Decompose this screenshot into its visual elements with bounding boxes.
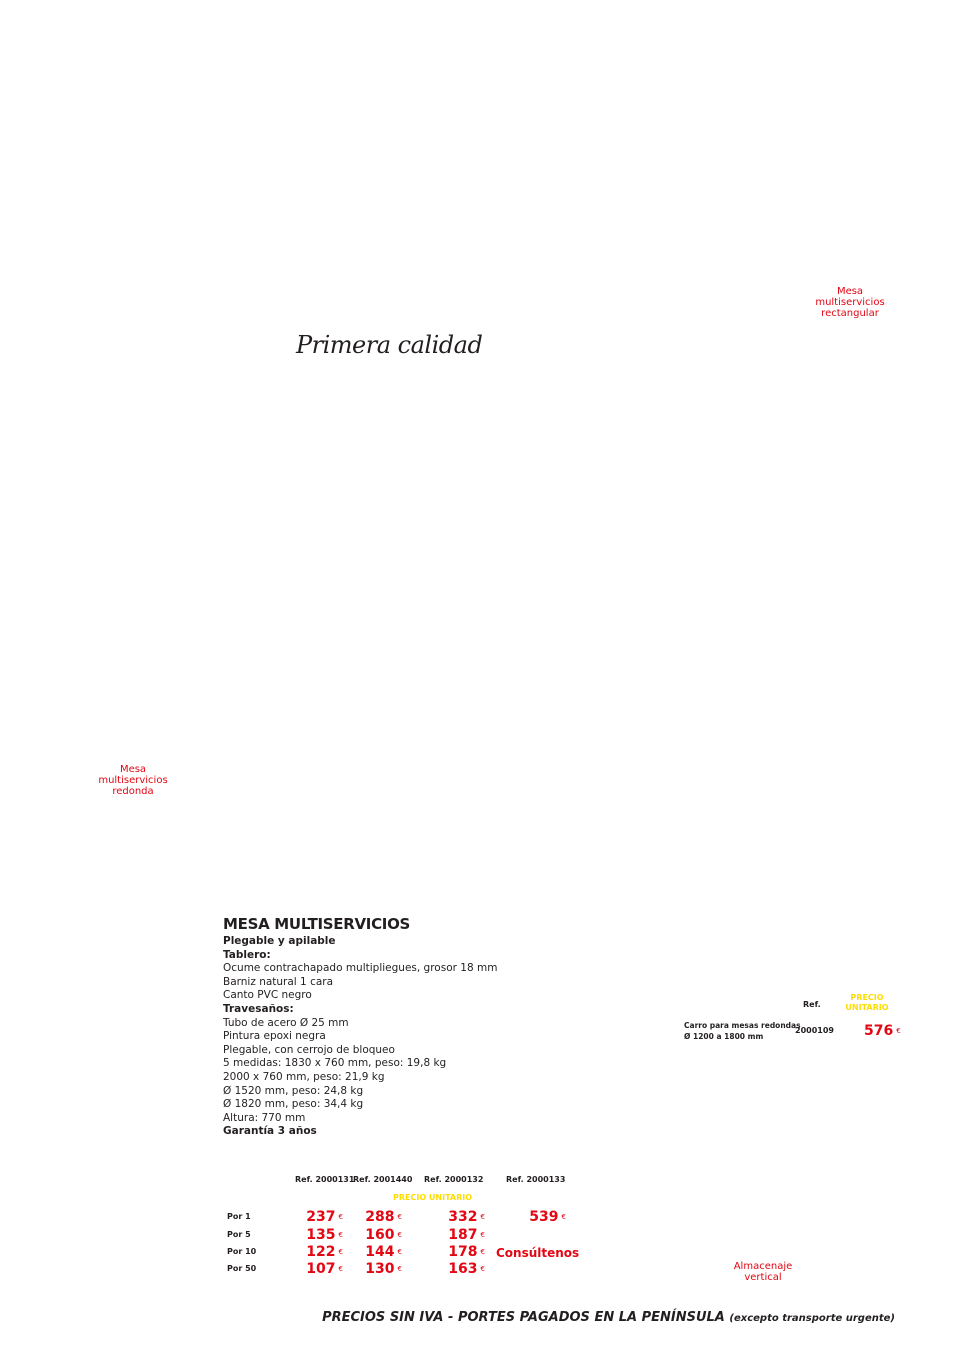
price-cell: 107€ [306, 1261, 343, 1277]
table-ref-header: Ref. 2000131 [295, 1175, 355, 1184]
price-cell: 160€ [365, 1227, 402, 1243]
description-line: Tubo de acero Ø 25 mm [223, 1016, 349, 1029]
table-ref-header: Ref. 2000133 [506, 1175, 566, 1184]
price-cell: 122€ [306, 1244, 343, 1260]
description-line: Tablero: [223, 948, 271, 961]
table-price-subheader: PRECIO UNITARIO [393, 1193, 473, 1202]
price-cell: 163€ [448, 1261, 485, 1277]
price-cell: 539€ [529, 1209, 566, 1225]
price-value: 187 [448, 1227, 478, 1243]
caption-line: multiservicios [815, 297, 885, 308]
price-header-line: UNITARIO [845, 1003, 889, 1012]
currency-symbol: € [480, 1213, 485, 1221]
currency-symbol: € [397, 1248, 402, 1256]
currency-symbol: € [480, 1231, 485, 1239]
price-value: 144 [365, 1244, 395, 1260]
price-value: 332 [448, 1209, 478, 1225]
price-value: 288 [365, 1209, 395, 1225]
caption-line: rectangular [821, 308, 879, 319]
description-line: Canto PVC negro [223, 989, 312, 1002]
price-cell: 135€ [306, 1227, 343, 1243]
price-value: 237 [306, 1209, 336, 1225]
price-cell: 288€ [365, 1209, 402, 1225]
price-value: 160 [365, 1227, 395, 1243]
caption-line: Mesa [836, 286, 864, 297]
price-value: 163 [448, 1261, 478, 1277]
currency-symbol: € [480, 1265, 485, 1273]
table-ref-header: Ref. 2001440 [353, 1175, 413, 1184]
currency-symbol: € [338, 1265, 343, 1273]
caption-vertical-storage: Almacenaje vertical [713, 1261, 813, 1283]
cart-price: 576€ [864, 1023, 901, 1039]
currency-symbol: € [480, 1248, 485, 1256]
price-cell: 237€ [306, 1209, 343, 1225]
description-line: Ocume contrachapado multipliegues, groso… [223, 962, 498, 975]
consult-note: Consúltenos [496, 1246, 580, 1260]
currency-symbol: € [338, 1213, 343, 1221]
price-cell: 187€ [448, 1227, 485, 1243]
price-value: 107 [306, 1261, 336, 1277]
cart-price-header: PRECIO UNITARIO [830, 993, 904, 1013]
caption-line: vertical [744, 1272, 782, 1283]
cart-ref-header: Ref. [803, 1000, 821, 1009]
price-value: 539 [529, 1209, 559, 1225]
price-value: 178 [448, 1244, 478, 1260]
product-title: MESA MULTISERVICIOS [223, 915, 411, 933]
caption-line: multiservicios [98, 775, 168, 786]
description-line: Ø 1820 mm, peso: 34,4 kg [223, 1098, 364, 1111]
caption-line: Mesa [119, 764, 147, 775]
description-line: Travesaños: [223, 1002, 294, 1015]
cart-ref: 2000109 [795, 1026, 834, 1035]
currency-symbol: € [397, 1265, 402, 1273]
price-value: 122 [306, 1244, 336, 1260]
table-ref-header: Ref. 2000132 [424, 1175, 484, 1184]
caption-line: Almacenaje [733, 1261, 793, 1272]
description-line: Garantía 3 años [223, 1125, 317, 1138]
description-line: Plegable, con cerrojo de bloqueo [223, 1043, 395, 1056]
price-value: 130 [365, 1261, 395, 1277]
description-line: Barniz natural 1 cara [223, 975, 334, 988]
cart-description-line: Carro para mesas redondas [684, 1021, 801, 1030]
footer-note: PRECIOS SIN IVA - PORTES PAGADOS EN LA P… [322, 1310, 895, 1325]
description-line: Ø 1520 mm, peso: 24,8 kg [223, 1084, 364, 1097]
price-cell: 178€ [448, 1244, 485, 1260]
currency-symbol: € [896, 1027, 901, 1035]
footer-main: PRECIOS SIN IVA - PORTES PAGADOS EN LA P… [322, 1310, 725, 1325]
price-table: Ref. 2000131 Ref. 2001440 Ref. 2000132 R… [223, 1173, 583, 1283]
currency-symbol: € [338, 1231, 343, 1239]
price-cell: 130€ [365, 1261, 402, 1277]
caption-rectangular-table: Mesa multiservicios rectangular [800, 286, 900, 319]
tagline: Primera calidad [296, 331, 483, 359]
cart-description-line: Ø 1200 a 1800 mm [684, 1032, 764, 1041]
currency-symbol: € [397, 1213, 402, 1221]
currency-symbol: € [397, 1231, 402, 1239]
currency-symbol: € [338, 1248, 343, 1256]
description-line: Plegable y apilable [223, 935, 336, 947]
price-value: 135 [306, 1227, 336, 1243]
cart-description: Carro para mesas redondas Ø 1200 a 1800 … [684, 1020, 801, 1042]
cart-price-value: 576 [864, 1023, 894, 1039]
row-label: Por 10 [227, 1247, 257, 1256]
caption-round-table: Mesa multiservicios redonda [83, 764, 183, 797]
price-cell: 144€ [365, 1244, 402, 1260]
row-label: Por 50 [227, 1264, 257, 1273]
description-line: 5 medidas: 1830 x 760 mm, peso: 19,8 kg [223, 1057, 447, 1070]
currency-symbol: € [561, 1213, 566, 1221]
description-line: Altura: 770 mm [223, 1111, 306, 1124]
price-header-line: PRECIO [850, 993, 884, 1002]
description-line: 2000 x 760 mm, peso: 21,9 kg [223, 1070, 385, 1083]
caption-line: redonda [112, 786, 154, 797]
footer-small-note: (excepto transporte urgente) [729, 1313, 895, 1324]
row-label: Por 5 [227, 1230, 251, 1239]
description-line: Pintura epoxi negra [223, 1030, 326, 1043]
row-label: Por 1 [227, 1212, 251, 1221]
price-cell: 332€ [448, 1209, 485, 1225]
